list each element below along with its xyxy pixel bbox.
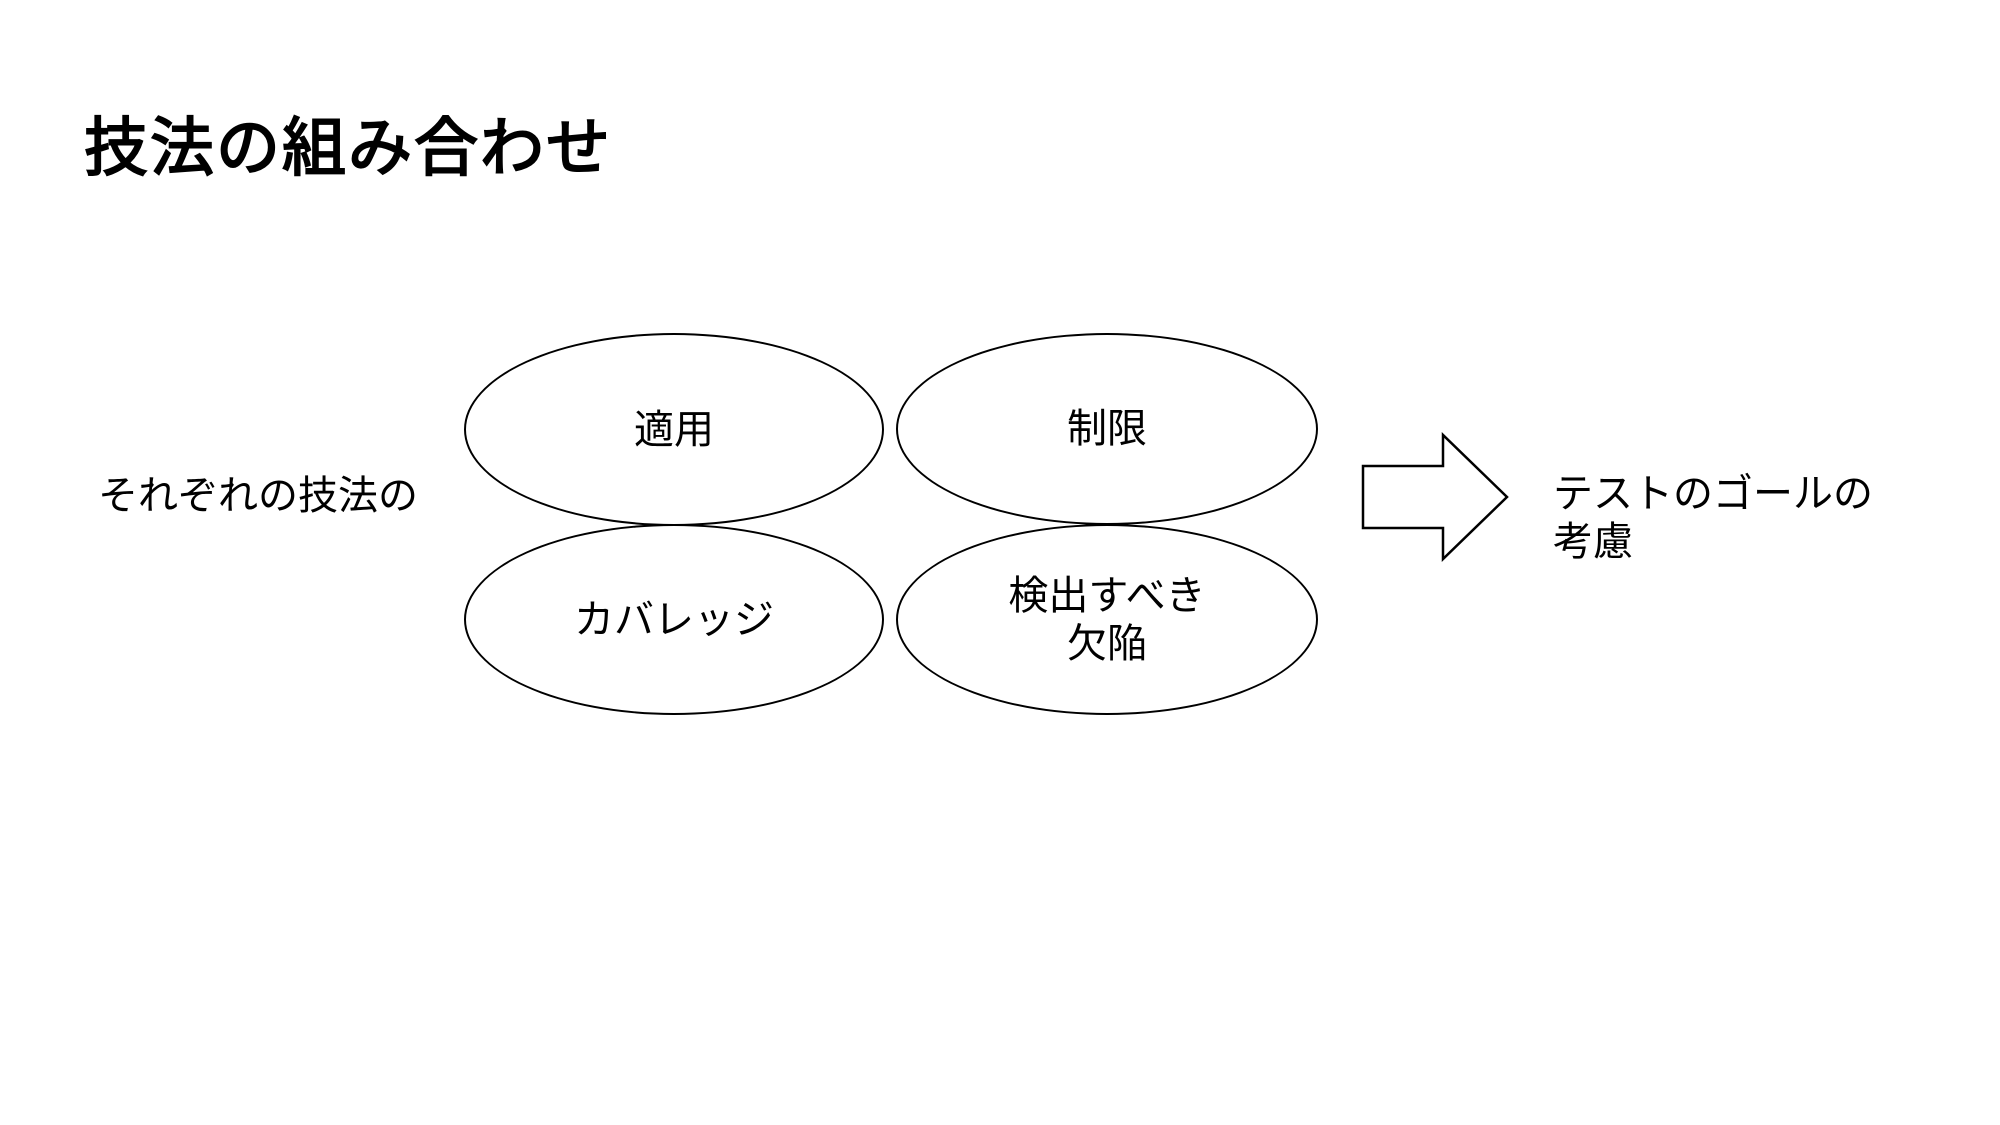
goal-label: テストのゴールの 考慮 [1553, 472, 1873, 564]
ellipse-application: 適用 [464, 333, 884, 526]
context-label: それぞれの技法の [98, 474, 418, 518]
ellipse-limitation: 制限 [896, 333, 1318, 525]
slide-title: 技法の組み合わせ [84, 112, 612, 184]
ellipse-detectable-defects-label: 検出すべき 欠陥 [1008, 573, 1206, 666]
ellipse-coverage: カバレッジ [464, 524, 884, 715]
ellipse-detectable-defects: 検出すべき 欠陥 [896, 524, 1318, 715]
ellipse-application-label: 適用 [634, 407, 714, 452]
ellipse-coverage-label: カバレッジ [574, 597, 774, 642]
ellipse-limitation-label: 制限 [1067, 407, 1147, 451]
right-block-arrow-icon [1361, 432, 1509, 562]
